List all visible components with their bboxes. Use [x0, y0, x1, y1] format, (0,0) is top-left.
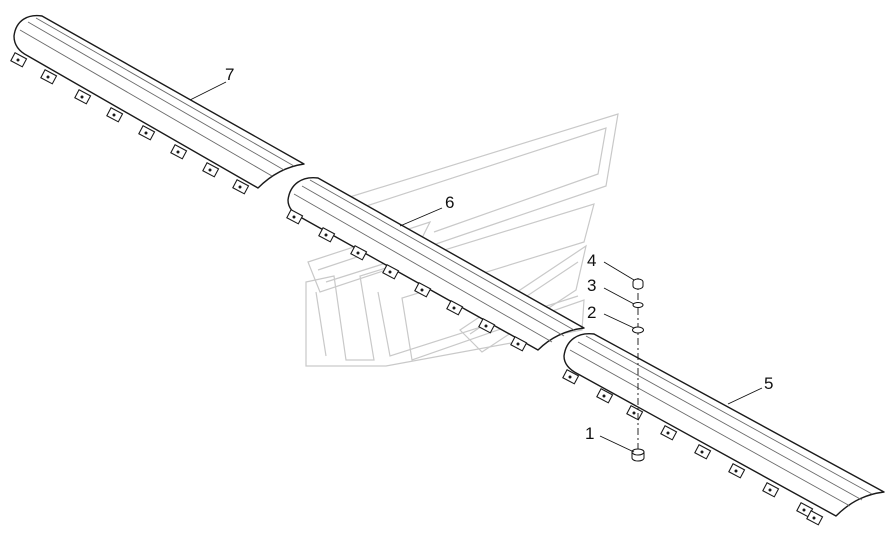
callout-5: 5 — [764, 374, 773, 393]
callout-6: 6 — [445, 193, 454, 212]
mounting-tabs-part-5 — [562, 369, 824, 526]
callout-1: 1 — [585, 424, 594, 443]
callout-2: 2 — [587, 303, 596, 322]
mounting-tabs-part-7 — [10, 52, 250, 195]
callout-3: 3 — [587, 276, 596, 295]
callout-4: 4 — [587, 251, 596, 270]
guard-part-6 — [286, 177, 585, 352]
bolt-icon — [631, 448, 645, 462]
mounting-tabs-part-6 — [286, 209, 528, 352]
guard-part-5 — [562, 333, 885, 526]
fastener-assembly — [631, 278, 645, 462]
guard-part-7 — [10, 14, 305, 195]
callout-7: 7 — [225, 65, 234, 84]
lock-washer-icon — [632, 302, 644, 308]
nut-icon — [632, 278, 644, 290]
callout-leaders — [189, 81, 763, 453]
flat-washer-icon — [632, 326, 644, 334]
